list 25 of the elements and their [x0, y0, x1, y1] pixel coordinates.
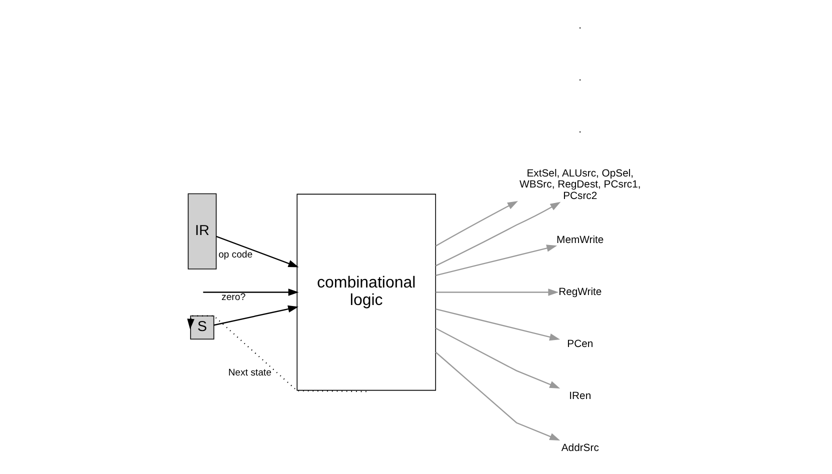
- arrow: [436, 244, 558, 276]
- edge-label: zero?: [222, 292, 246, 303]
- node-box: combinational logic: [296, 194, 436, 391]
- node-text: IRen: [569, 391, 592, 402]
- edge-label: Next state: [228, 367, 272, 378]
- arrow: [436, 308, 560, 341]
- label: .: [578, 124, 582, 136]
- node-text: AddrSrc: [561, 443, 599, 454]
- arrow: [435, 328, 560, 388]
- arrow: [435, 352, 560, 441]
- node-box: IR: [188, 193, 217, 270]
- arrow: [203, 288, 299, 296]
- label: .: [578, 20, 582, 32]
- node-text: ExtSel, ALUsrc, OpSel, WBSrc, RegDest, PCsrc1, PCsrc2: [520, 168, 641, 202]
- label: .: [578, 72, 582, 84]
- node-text: MemWrite: [556, 234, 604, 246]
- edge-label: op code: [218, 250, 253, 261]
- arrow: [435, 202, 561, 266]
- arrow: [435, 200, 518, 246]
- arrow: [436, 288, 559, 296]
- arrow: [214, 305, 298, 326]
- node-box: S: [190, 315, 214, 340]
- node-text: RegWrite: [558, 286, 602, 298]
- node-text: PCen: [567, 339, 594, 350]
- arrow: [216, 236, 299, 268]
